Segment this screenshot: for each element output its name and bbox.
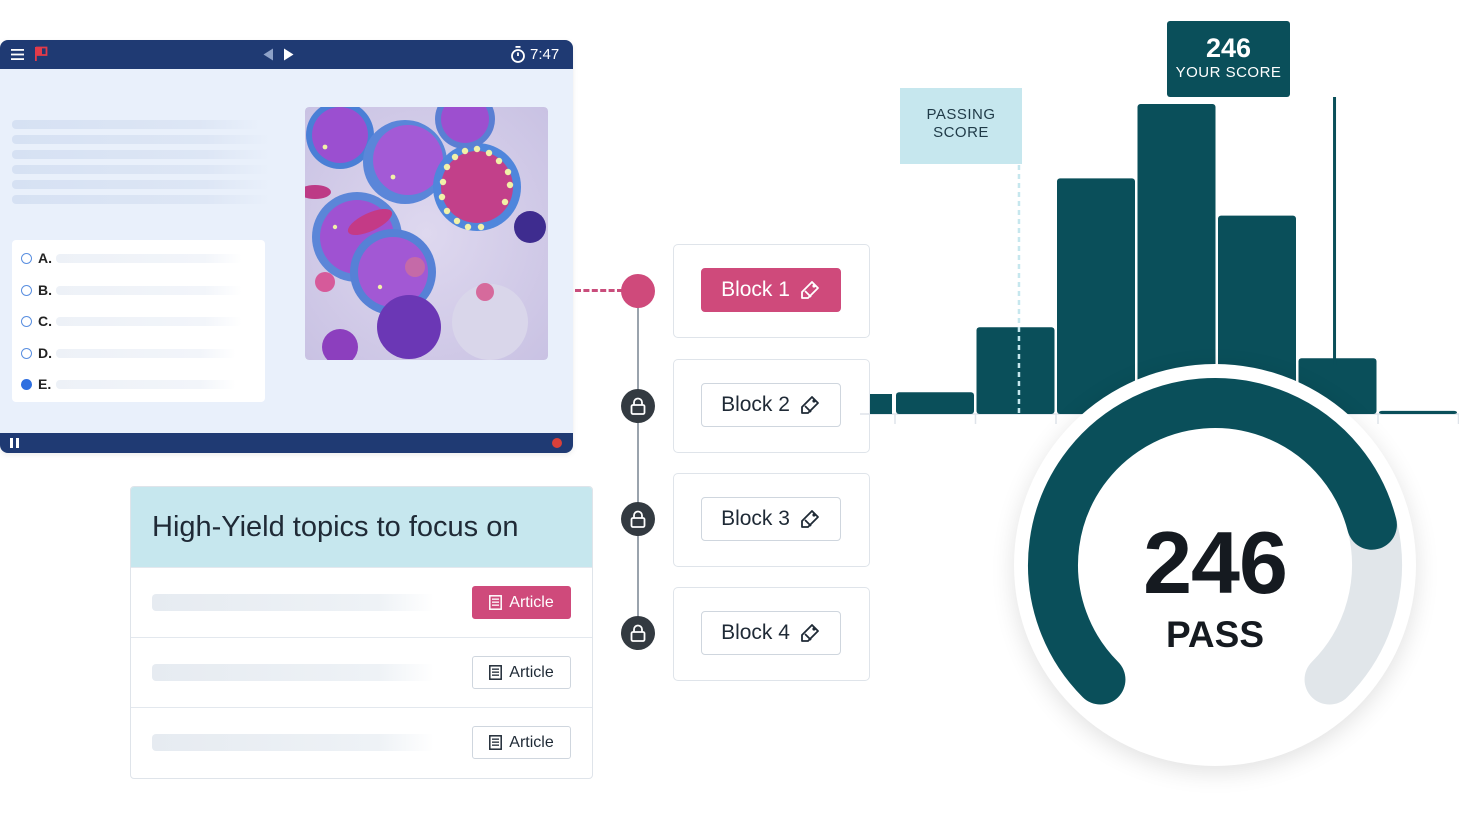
question-text-placeholder	[12, 120, 260, 129]
question-text-placeholder	[12, 135, 270, 144]
article-button[interactable]: Article	[472, 586, 571, 619]
histogram-bar	[1379, 410, 1457, 414]
exam-toolbar: 7:47	[0, 40, 573, 69]
block-button[interactable]: Block 2	[701, 383, 841, 427]
block-card: Block 4	[673, 587, 870, 681]
article-button-label: Article	[509, 733, 554, 751]
answer-option[interactable]: E.	[21, 376, 236, 392]
histogram-bar	[870, 394, 892, 414]
record-indicator	[552, 438, 562, 448]
article-button-label: Article	[509, 593, 554, 611]
your-score-caption: YOUR SCORE	[1175, 64, 1282, 81]
radio-button[interactable]	[21, 284, 32, 296]
block-label: Block 1	[721, 278, 790, 301]
topic-text-placeholder	[152, 594, 434, 611]
answer-text-placeholder	[56, 379, 236, 389]
question-text-placeholder	[12, 165, 270, 174]
block-button[interactable]: Block 3	[701, 497, 841, 541]
histogram-bar	[1057, 178, 1135, 414]
topic-text-placeholder	[152, 734, 434, 751]
block-card: Block 1	[673, 244, 870, 338]
document-icon	[489, 665, 503, 680]
radio-button-selected[interactable]	[21, 378, 32, 390]
high-yield-panel: High-Yield topics to focus on Article Ar…	[130, 486, 593, 779]
gauge-arc	[1028, 378, 1402, 705]
lock-icon	[621, 389, 655, 423]
your-score-label: 246 YOUR SCORE	[1167, 21, 1290, 97]
block-card: Block 3	[673, 473, 870, 567]
block-button[interactable]: Block 1	[701, 268, 841, 312]
histogram-bar	[1137, 104, 1216, 414]
document-icon	[489, 595, 503, 610]
question-text-placeholder	[12, 150, 270, 159]
answer-text-placeholder	[56, 253, 242, 263]
answer-option-label: A.	[38, 250, 52, 266]
answer-text-placeholder	[56, 285, 242, 295]
passing-score-text: PASSING SCORE	[926, 106, 996, 141]
answer-text-placeholder	[56, 316, 242, 326]
answer-option-label: D.	[38, 345, 52, 361]
block-label: Block 2	[721, 393, 790, 416]
document-icon	[489, 735, 503, 750]
answer-option[interactable]: D.	[21, 345, 236, 361]
prev-arrow-icon[interactable]	[263, 48, 274, 61]
flag-icon[interactable]	[34, 46, 48, 62]
topic-text-placeholder	[152, 664, 434, 681]
high-yield-title: High-Yield topics to focus on	[152, 511, 519, 543]
topic-row: Article	[131, 637, 592, 708]
radio-button[interactable]	[21, 347, 32, 359]
radio-button[interactable]	[21, 252, 32, 264]
block-card: Block 2	[673, 359, 870, 453]
timeline-connector	[575, 289, 623, 292]
timeline-line	[637, 292, 639, 636]
score-gauge	[1014, 364, 1416, 766]
block-label: Block 4	[721, 621, 790, 644]
histogram-bar	[896, 392, 974, 414]
answer-option-label: C.	[38, 313, 52, 329]
pencil-tag-icon	[801, 510, 819, 528]
histogram-bar	[976, 327, 1055, 414]
article-button[interactable]: Article	[472, 656, 571, 689]
block-label: Block 3	[721, 507, 790, 530]
menu-icon[interactable]	[11, 49, 24, 60]
exam-status-bar	[0, 433, 573, 453]
high-yield-header: High-Yield topics to focus on	[131, 487, 592, 567]
blood-smear-image	[305, 107, 548, 360]
current-block-marker	[621, 274, 655, 308]
lock-icon	[621, 502, 655, 536]
passing-score-label: PASSING SCORE	[900, 88, 1022, 164]
article-button[interactable]: Article	[472, 726, 571, 759]
question-text-placeholder	[12, 195, 270, 204]
lock-icon	[621, 616, 655, 650]
timer: 7:47	[530, 46, 560, 63]
exam-window: 7:47 A. B. C. D. E.	[0, 40, 573, 453]
your-score-value: 246	[1205, 33, 1252, 63]
gauge-score: 246	[1143, 513, 1288, 612]
gauge-fill	[1028, 378, 1397, 705]
topic-row: Article	[131, 707, 592, 778]
answer-option[interactable]: B.	[21, 282, 242, 298]
pencil-tag-icon	[801, 396, 819, 414]
answer-option[interactable]: A.	[21, 250, 242, 266]
article-button-label: Article	[509, 663, 554, 681]
next-arrow-icon[interactable]	[283, 48, 294, 61]
pencil-tag-icon	[801, 624, 819, 642]
answer-option-label: E.	[38, 376, 52, 392]
answer-options: A. B. C. D. E.	[12, 240, 265, 402]
question-text-placeholder	[12, 180, 270, 189]
answer-option-label: B.	[38, 282, 52, 298]
pause-icon[interactable]	[10, 438, 19, 448]
answer-option[interactable]: C.	[21, 313, 242, 329]
pencil-tag-icon	[801, 281, 819, 299]
stopwatch-icon	[511, 46, 525, 63]
gauge-result: PASS	[1165, 614, 1264, 655]
radio-button[interactable]	[21, 315, 32, 327]
answer-text-placeholder	[56, 348, 236, 358]
topic-row: Article	[131, 567, 592, 638]
block-button[interactable]: Block 4	[701, 611, 841, 655]
